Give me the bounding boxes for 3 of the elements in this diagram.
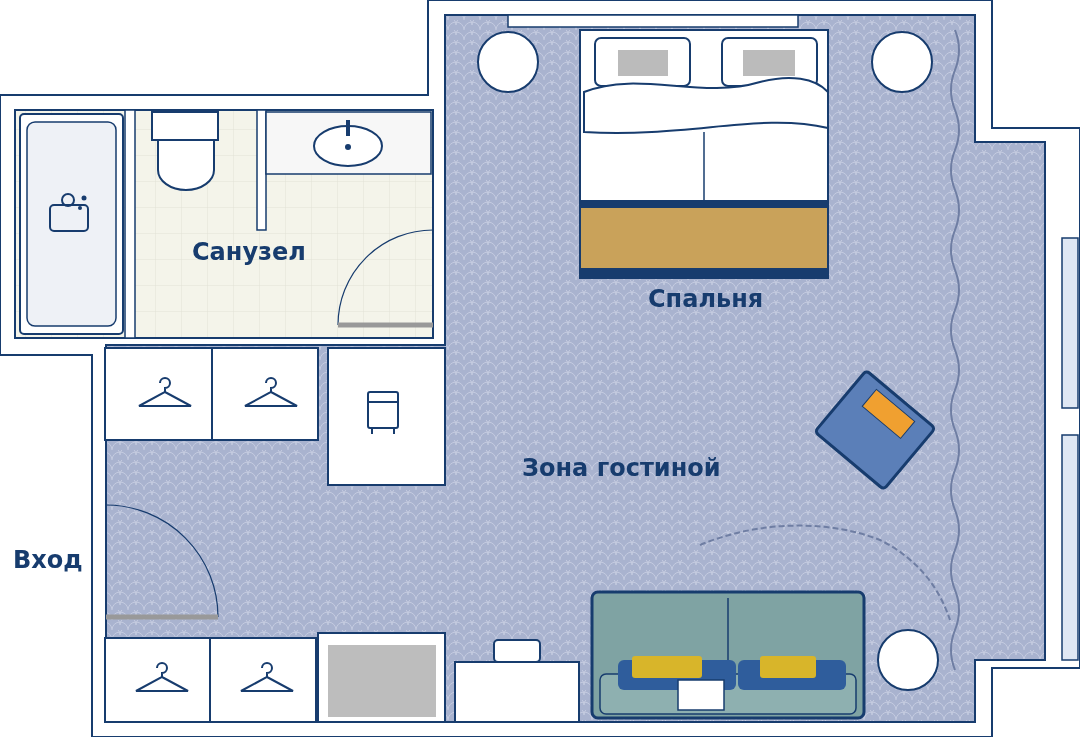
- room-label: Спальня: [648, 287, 764, 311]
- room-label: Санузел: [192, 240, 306, 264]
- room-label: Зона гостиной: [522, 456, 721, 480]
